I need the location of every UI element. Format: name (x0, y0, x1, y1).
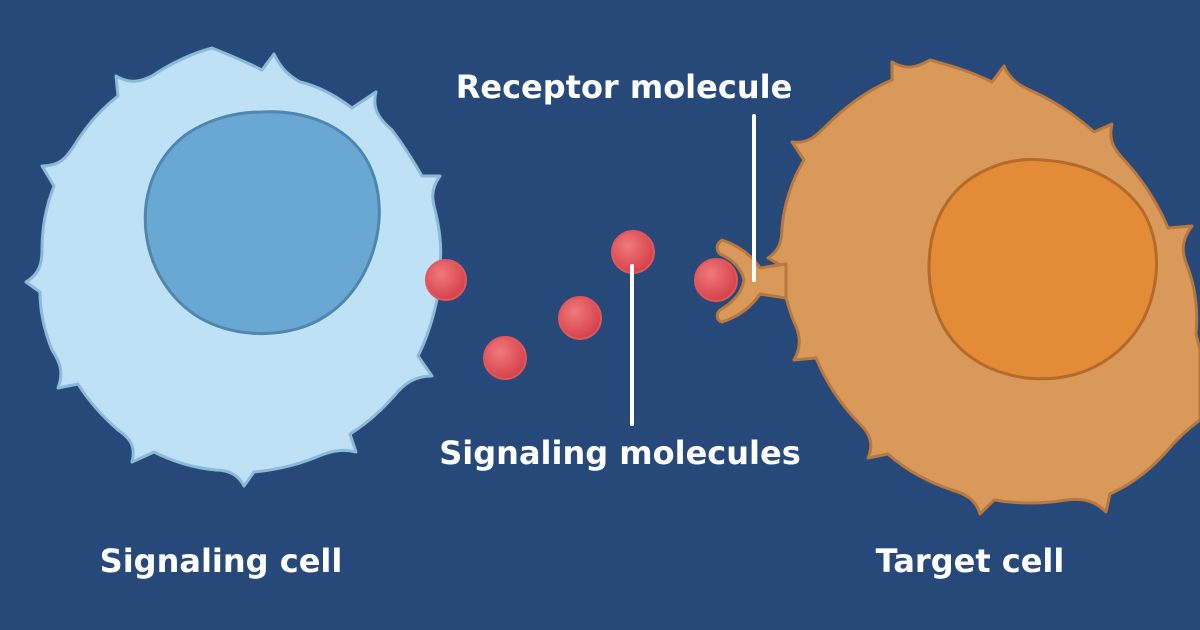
signaling-molecule (425, 259, 467, 301)
signaling-cell-nucleus (143, 110, 381, 335)
signaling-molecules-label: Signaling molecules (439, 434, 801, 472)
signaling-molecule-bound (694, 258, 738, 302)
signaling-cell-label: Signaling cell (100, 542, 343, 580)
receptor-molecule-label: Receptor molecule (456, 68, 793, 106)
target-cell (715, 58, 1200, 516)
target-cell-nucleus (927, 158, 1158, 381)
signaling-molecule (483, 336, 527, 380)
signaling-molecules (425, 230, 738, 380)
target-cell-label: Target cell (876, 542, 1065, 580)
signaling-molecule (558, 296, 602, 340)
receptor-molecule (715, 238, 788, 324)
signaling-cell (24, 46, 458, 488)
